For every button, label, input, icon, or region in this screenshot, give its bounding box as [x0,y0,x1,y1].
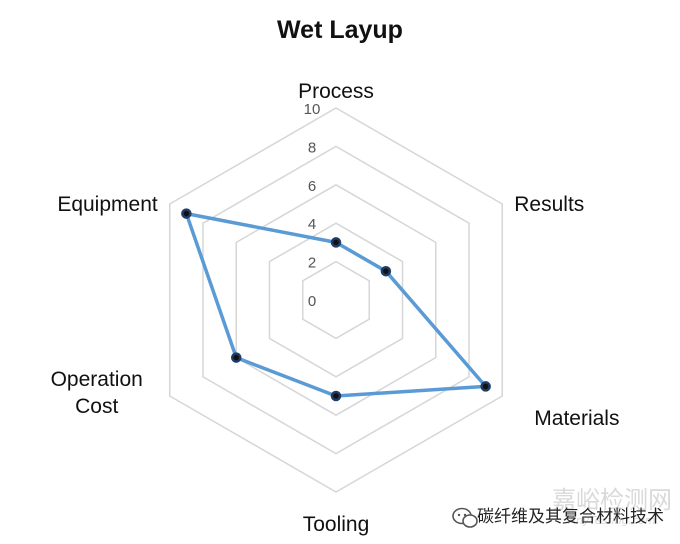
watermark-account-text: 碳纤维及其复合材料技术 [477,507,664,527]
tick-label-8: 8 [308,139,316,156]
tick-label-10: 10 [304,101,321,118]
data-point-equipment [181,208,192,219]
tick-label-6: 6 [308,178,316,195]
axis-label-materials: Materials [534,407,619,430]
data-point-tooling [330,390,342,402]
grid-ring-4 [268,222,404,378]
tick-label-2: 2 [308,255,316,272]
grid-ring-8 [202,145,470,455]
grid-ring-6 [235,183,437,417]
data-point-results [380,265,392,277]
axis-label-equipment: Equipment [57,193,158,216]
axis-label-process: Process [298,80,374,103]
chart-title: Wet Layup [277,16,403,44]
axis-label-results: Results [514,193,584,216]
wechat-icon [452,507,478,528]
watermark-site-text: 嘉峪检测网 [552,486,672,514]
watermark: 嘉峪检测网 AnyTesting.com 碳纤维及其复合材料技术 [452,486,672,528]
tick-label-0: 0 [308,293,316,310]
data-point-operation-cost [230,352,242,363]
axis-label-tooling: Tooling [303,513,370,536]
grid-ring-2 [301,260,371,340]
tick-label-4: 4 [308,216,316,233]
series-layer [181,208,491,402]
data-point-materials [480,381,491,392]
radial-tick-labels: 0 2 4 6 8 10 [304,101,321,310]
watermark-site-url: AnyTesting.com [567,514,655,527]
grid-ring-10 [168,107,504,493]
data-point-process [330,237,342,248]
radar-grid [168,107,504,493]
